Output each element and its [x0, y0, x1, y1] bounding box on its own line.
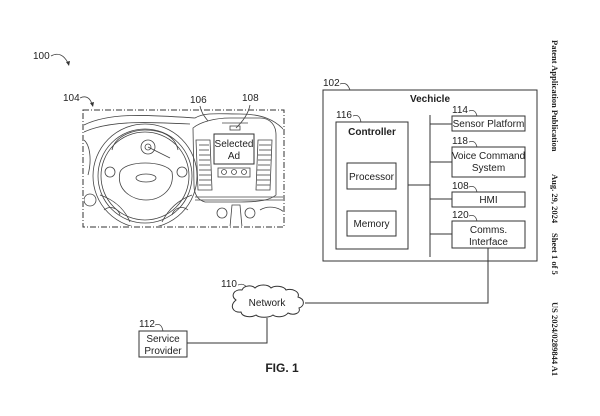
service-provider-box — [138, 330, 188, 358]
service-provider-label-line1: Service — [146, 334, 180, 345]
publication-date: Aug. 29, 2024 — [550, 174, 560, 224]
arrowhead-104 — [90, 102, 94, 107]
memory-label: Memory — [353, 219, 389, 230]
left-air-vent — [195, 139, 213, 191]
network-label: Network — [249, 298, 287, 309]
ref-110: 110 — [221, 279, 237, 290]
hmi-box — [451, 191, 526, 208]
ref-112: 112 — [139, 319, 155, 330]
voice-command-label-line2: System — [472, 163, 505, 174]
leader-114 — [468, 109, 478, 117]
comms-interface-label-line1: Comms. — [470, 225, 507, 236]
center-console — [192, 117, 277, 203]
comms-interface-label-line2: Interface — [469, 237, 508, 248]
steering-wheel — [92, 123, 198, 226]
ref-120: 120 — [452, 210, 469, 221]
processor-label: Processor — [349, 172, 395, 183]
ref-102: 102 — [323, 78, 340, 89]
memory-box — [346, 210, 397, 237]
hmi-label: HMI — [479, 195, 497, 206]
ref-108-hmi: 108 — [452, 181, 469, 192]
service-provider-block: 112 Service Provider — [138, 319, 188, 358]
ref-114: 114 — [452, 105, 468, 116]
figure-caption: FIG. 1 — [265, 361, 299, 375]
ref-118: 118 — [452, 136, 468, 147]
service-provider-label-line2: Provider — [144, 346, 182, 357]
sheet-number: Sheet 1 of 5 — [550, 233, 560, 275]
network-provider-link — [187, 318, 268, 344]
sensor-platform-box — [451, 115, 526, 132]
display-text-line1: Selected — [215, 139, 254, 150]
dashboard-illustration: Selected Ad — [82, 109, 285, 228]
logo-emblem — [135, 173, 157, 183]
leader-118 — [468, 140, 478, 148]
leader-102 — [339, 82, 351, 91]
comms-network-link — [305, 248, 489, 304]
voice-command-label-line1: Voice Command — [452, 151, 525, 162]
leader-108-dashboard — [235, 104, 251, 129]
leader-108-hmi — [468, 185, 478, 193]
sensor-platform-label: Sensor Platform — [453, 119, 525, 130]
processor-box — [346, 162, 397, 190]
leader-120 — [468, 214, 478, 222]
leader-104 — [79, 96, 93, 105]
right-air-vent — [255, 139, 273, 191]
publication-number: US 2024/0289844 A1 — [550, 302, 560, 377]
voice-command-box — [451, 146, 526, 178]
leader-106 — [199, 105, 209, 122]
ref-108-dashboard: 108 — [242, 93, 259, 104]
network-cloud: 110 Network — [221, 279, 304, 318]
controller-title: Controller — [348, 127, 396, 138]
leader-112 — [154, 323, 164, 332]
vehicle-block: 102 Vechicle 116 Controller Processor Me… — [322, 78, 538, 262]
cloud-shape — [231, 284, 304, 318]
leader-100 — [50, 53, 69, 64]
selected-ad-display — [213, 133, 255, 165]
publication-type: Patent Application Publication — [550, 40, 560, 152]
vehicle-title: Vechicle — [410, 94, 450, 105]
display-text-line2: Ad — [228, 151, 240, 162]
arrowhead-100 — [66, 61, 70, 66]
comms-interface-box — [451, 220, 526, 249]
ref-104: 104 — [63, 93, 80, 104]
ref-100: 100 — [33, 51, 50, 62]
leader-116 — [352, 114, 362, 123]
ref-106: 106 — [190, 95, 207, 106]
ref-116: 116 — [336, 110, 352, 121]
